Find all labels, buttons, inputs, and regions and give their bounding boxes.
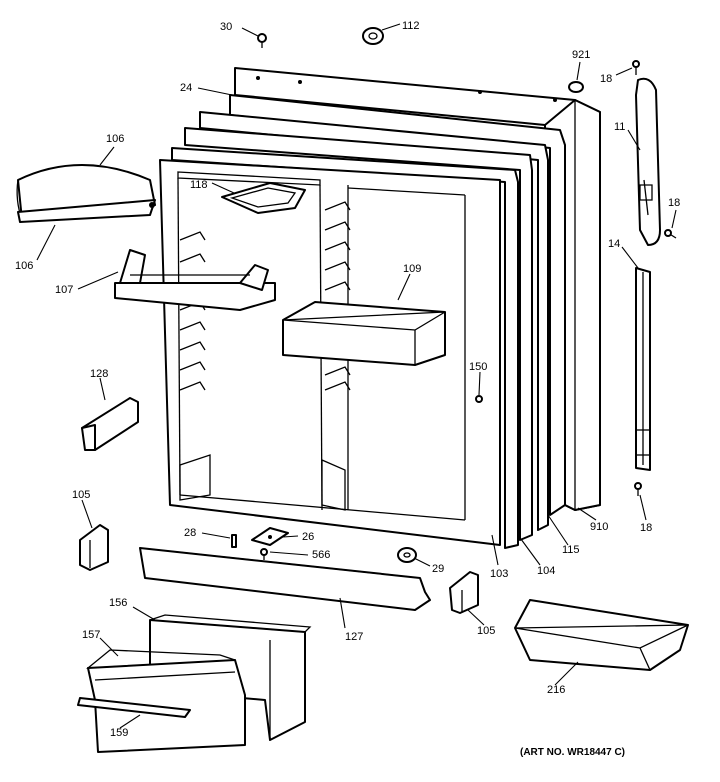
door-bin-109 (282, 301, 446, 366)
callout-150: 150 (469, 361, 487, 373)
callout-105-right: 105 (477, 625, 495, 637)
callout-labels: 30 112 921 18 24 106 106 11 118 18 14 10… (15, 20, 680, 739)
plate-26 (251, 527, 289, 546)
callout-103: 103 (490, 568, 508, 580)
art-number: (ART NO. WR18447 C) (520, 747, 625, 758)
end-cap-105-left (79, 524, 109, 571)
callout-106-bottom: 106 (15, 260, 33, 272)
callout-18-mid: 18 (668, 197, 680, 209)
callout-29: 29 (432, 563, 444, 575)
callout-115: 115 (562, 544, 580, 556)
callout-105-left: 105 (72, 489, 90, 501)
dairy-compartment (16, 164, 156, 223)
plug-29 (397, 547, 417, 563)
callout-127: 127 (345, 631, 363, 643)
bottom-trim-127 (139, 547, 431, 611)
callout-30: 30 (220, 21, 232, 33)
callout-112: 112 (402, 20, 420, 32)
crisper-handle-159 (77, 697, 191, 718)
callout-107: 107 (55, 284, 73, 296)
callout-11: 11 (614, 121, 625, 133)
end-cap-105-right (449, 571, 479, 614)
callout-128: 128 (90, 368, 108, 380)
door-bin-216 (514, 599, 689, 671)
door-handle (635, 77, 661, 246)
callout-18-top: 18 (600, 73, 612, 85)
callout-28: 28 (184, 527, 196, 539)
screw-150 (475, 395, 483, 403)
door-shelf-107 (114, 249, 276, 311)
callout-26: 26 (302, 531, 314, 543)
callout-14: 14 (608, 238, 620, 250)
callout-566: 566 (312, 549, 330, 561)
callout-104: 104 (537, 565, 555, 577)
callout-24: 24 (180, 82, 192, 94)
leader-lines (36, 23, 677, 729)
bracket-128 (81, 397, 139, 451)
callout-157: 157 (82, 629, 100, 641)
screw-30 (257, 33, 267, 48)
screw-566 (260, 548, 268, 560)
callout-18-bottom: 18 (640, 522, 652, 534)
cap-921 (568, 81, 584, 93)
callout-216: 216 (547, 684, 565, 696)
callout-156: 156 (109, 597, 127, 609)
callout-118: 118 (190, 179, 208, 191)
callout-921: 921 (572, 49, 590, 61)
pin-28 (231, 534, 237, 548)
handle-trim (635, 267, 651, 471)
callout-910: 910 (590, 521, 608, 533)
callout-106-top: 106 (106, 133, 124, 145)
screw-18-top (632, 60, 640, 75)
callout-109: 109 (403, 263, 421, 275)
screw-18-bottom (634, 482, 642, 496)
plug-112 (362, 27, 384, 45)
screw-18-mid (664, 229, 677, 239)
butter-dish (221, 182, 306, 214)
callout-159: 159 (110, 727, 128, 739)
